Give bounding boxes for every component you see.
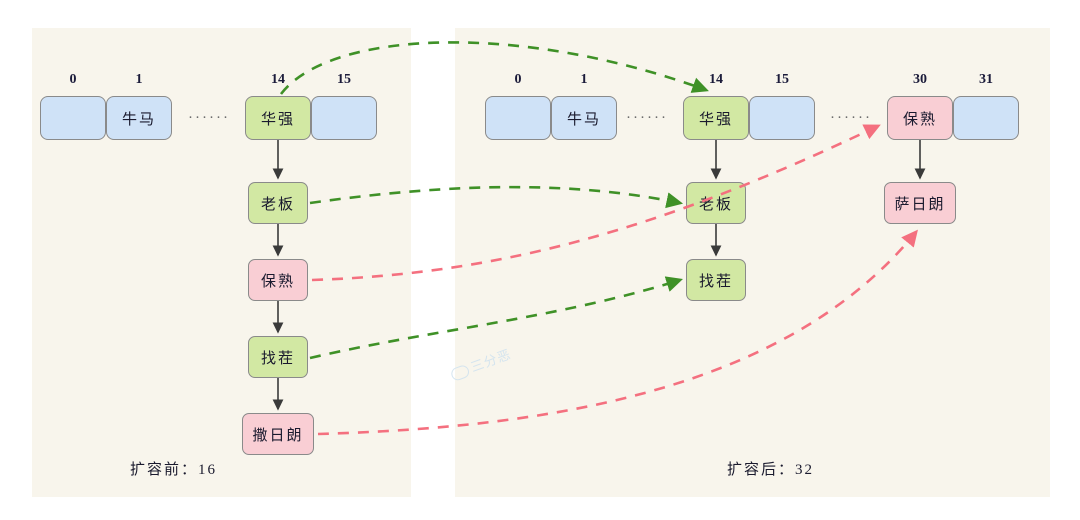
left-ellipsis: ······ xyxy=(188,110,230,126)
right-index-15: 15 xyxy=(775,72,789,87)
left-chain-node-zhaocha[interactable]: 找茬 xyxy=(248,336,308,378)
left-index-1: 1 xyxy=(135,72,143,87)
left-bucket-1[interactable]: 牛马 xyxy=(106,96,172,140)
right-ellipsis-2: ······ xyxy=(830,110,872,126)
right-bucket-30[interactable]: 保熟 xyxy=(887,96,953,140)
left-chain-node-baoshu[interactable]: 保熟 xyxy=(248,259,308,301)
right-bucket-0[interactable] xyxy=(485,96,551,140)
left-bucket-0[interactable] xyxy=(40,96,106,140)
right-bucket-15[interactable] xyxy=(749,96,815,140)
left-index-14: 14 xyxy=(271,72,285,87)
right-lowchain-node-zhaocha[interactable]: 找茬 xyxy=(686,259,746,301)
left-bucket-14[interactable]: 华强 xyxy=(245,96,311,140)
right-bucket-14[interactable]: 华强 xyxy=(683,96,749,140)
right-bucket-1[interactable]: 牛马 xyxy=(551,96,617,140)
right-index-0: 0 xyxy=(514,72,522,87)
left-chain-node-sarilang[interactable]: 撒日朗 xyxy=(242,413,314,455)
left-index-15: 15 xyxy=(337,72,351,87)
left-index-0: 0 xyxy=(69,72,77,87)
right-index-31: 31 xyxy=(979,72,993,87)
right-lowchain-node-laoban[interactable]: 老板 xyxy=(686,182,746,224)
left-bucket-15[interactable] xyxy=(311,96,377,140)
right-index-1: 1 xyxy=(580,72,588,87)
right-ellipsis-1: ······ xyxy=(626,110,668,126)
right-caption: 扩容后：32 xyxy=(727,462,815,478)
right-index-14: 14 xyxy=(709,72,723,87)
watermark-icon xyxy=(449,363,471,383)
left-caption: 扩容前：16 xyxy=(130,462,218,478)
right-highchain-node-sarilang[interactable]: 萨日朗 xyxy=(884,182,956,224)
left-chain-node-laoban[interactable]: 老板 xyxy=(248,182,308,224)
right-index-30: 30 xyxy=(913,72,927,87)
right-bucket-31[interactable] xyxy=(953,96,1019,140)
